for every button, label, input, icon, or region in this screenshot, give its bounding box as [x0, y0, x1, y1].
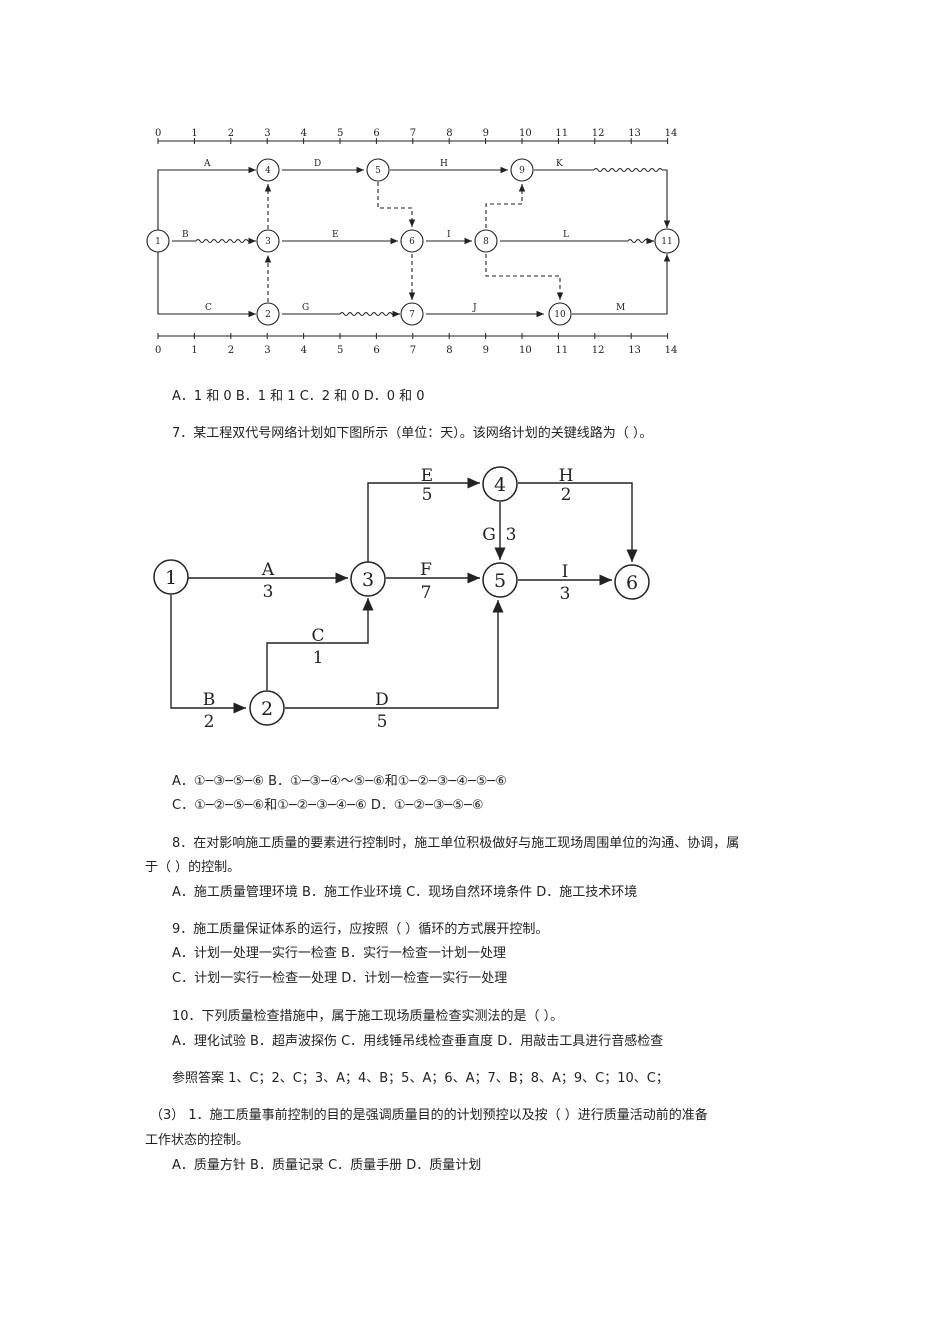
svg-text:2: 2: [561, 485, 572, 505]
node-6: 6: [626, 572, 638, 594]
svg-text:2: 2: [265, 310, 271, 320]
svg-text:8: 8: [483, 237, 489, 247]
section3-q1-options: A．质量方针 B．质量记录 C．质量手册 D．质量计划: [172, 1158, 482, 1173]
svg-text:0: 0: [155, 345, 161, 356]
svg-text:1: 1: [155, 237, 161, 247]
node-1: 1: [165, 567, 177, 589]
q9-question: 9．施工质量保证体系的运行，应按照（ ）循环的方式展开控制。: [172, 922, 549, 937]
svg-text:0: 0: [155, 128, 161, 139]
svg-text:13: 13: [628, 345, 641, 356]
q7-question: 7．某工程双代号网络计划如下图所示（单位：天）。该网络计划的关键线路为（ ）。: [172, 426, 653, 441]
svg-text:1: 1: [313, 648, 324, 668]
svg-text:F: F: [420, 560, 432, 580]
svg-text:5: 5: [422, 485, 433, 505]
svg-text:2: 2: [228, 345, 234, 356]
svg-text:D: D: [314, 159, 321, 169]
svg-text:7: 7: [409, 310, 415, 320]
svg-text:14: 14: [665, 128, 678, 139]
svg-text:6: 6: [373, 128, 379, 139]
answer-key: 参照答案 1、C；2、C；3、A；4、B；5、A；6、A；7、B；8、A；9、C…: [172, 1071, 669, 1086]
q8-question-line1: 8．在对影响施工质量的要素进行控制时，施工单位积极做好与施工现场周围单位的沟通、…: [172, 836, 740, 851]
svg-text:6: 6: [409, 237, 415, 247]
svg-text:E: E: [421, 466, 433, 486]
svg-text:G: G: [482, 525, 496, 545]
section3-q1-line2: 工作状态的控制。: [145, 1133, 250, 1148]
section3-q1-line1: （3） 1．施工质量事前控制的目的是强调质量目的的计划预控以及按（ ）进行质量活…: [150, 1108, 708, 1123]
svg-text:6: 6: [373, 345, 379, 356]
q8-options: A．施工质量管理环境 B．施工作业环境 C．现场自然环境条件 D．施工技术环境: [172, 885, 638, 900]
q8-question-line2: 于（ ）的控制。: [145, 860, 241, 875]
q9-options-line1: A．计划一处理一实行一检查 B．实行一检查一计划一处理: [172, 946, 506, 961]
node-2: 2: [261, 698, 273, 720]
svg-text:3: 3: [265, 237, 271, 247]
svg-text:H: H: [440, 159, 448, 169]
svg-text:M: M: [616, 303, 625, 313]
q7-options-line2: C．①─②─⑤─⑥和①─②─③─④─⑥ D．①─②─③─⑤─⑥: [172, 798, 484, 813]
svg-text:C: C: [205, 303, 212, 313]
svg-text:7: 7: [410, 128, 416, 139]
svg-text:L: L: [563, 230, 569, 240]
svg-text:J: J: [472, 303, 477, 313]
svg-text:11: 11: [555, 128, 568, 139]
svg-text:3: 3: [264, 345, 270, 356]
svg-text:11: 11: [555, 345, 568, 356]
svg-text:12: 12: [592, 128, 605, 139]
svg-text:7: 7: [421, 583, 432, 603]
svg-text:3: 3: [263, 582, 274, 602]
svg-text:B: B: [203, 690, 216, 710]
svg-text:4: 4: [301, 345, 307, 356]
svg-text:B: B: [182, 230, 189, 240]
svg-text:11: 11: [661, 237, 672, 247]
svg-text:1: 1: [191, 128, 197, 139]
svg-text:4: 4: [301, 128, 307, 139]
svg-text:G: G: [302, 303, 309, 313]
q9-options-line2: C．计划一实行一检查一处理 D．计划一检查一实行一处理: [172, 971, 508, 986]
svg-text:4: 4: [265, 166, 271, 176]
svg-text:E: E: [332, 230, 339, 240]
svg-text:10: 10: [519, 128, 532, 139]
node-4: 4: [494, 474, 506, 496]
svg-text:2: 2: [204, 712, 215, 732]
svg-text:A: A: [261, 560, 275, 580]
svg-text:8: 8: [446, 128, 452, 139]
node-3: 3: [362, 569, 374, 591]
double-code-network-diagram: 1 2 3 4 5 6 A 3 B 2 C 1 D 5 E 5 F 7 G 3 …: [153, 466, 650, 732]
q10-question: 10．下列质量检查措施中，属于施工现场质量检查实测法的是（ ）。: [172, 1009, 564, 1024]
svg-text:5: 5: [377, 712, 388, 732]
q6-options: A．1 和 0 B．1 和 1 C．2 和 0 D．0 和 0: [172, 389, 425, 404]
svg-text:10: 10: [519, 345, 532, 356]
svg-text:7: 7: [410, 345, 416, 356]
svg-text:9: 9: [519, 166, 525, 176]
svg-text:8: 8: [446, 345, 452, 356]
svg-text:1: 1: [191, 345, 197, 356]
svg-text:I: I: [562, 562, 569, 582]
svg-text:9: 9: [483, 128, 489, 139]
svg-text:H: H: [559, 466, 574, 486]
svg-text:13: 13: [628, 128, 641, 139]
svg-text:3: 3: [506, 525, 517, 545]
svg-text:C: C: [311, 626, 324, 646]
svg-text:I: I: [447, 230, 451, 240]
svg-text:A: A: [203, 159, 211, 169]
svg-text:3: 3: [264, 128, 270, 139]
svg-text:5: 5: [337, 128, 343, 139]
svg-text:10: 10: [554, 310, 566, 320]
svg-text:3: 3: [560, 584, 571, 604]
q7-options-line1: A．①─③─⑤─⑥ B．①─③─④～⑤─⑥和①─②─③─④─⑤─⑥: [172, 774, 507, 789]
svg-text:2: 2: [228, 128, 234, 139]
svg-text:9: 9: [483, 345, 489, 356]
q10-options: A．理化试验 B．超声波探伤 C．用线锤吊线检查垂直度 D．用敲击工具进行音感检…: [172, 1034, 664, 1049]
svg-text:K: K: [556, 159, 563, 169]
svg-text:14: 14: [665, 345, 678, 356]
svg-text:12: 12: [592, 345, 605, 356]
node-5: 5: [494, 570, 506, 592]
svg-text:D: D: [375, 690, 389, 710]
svg-text:5: 5: [337, 345, 343, 356]
svg-text:5: 5: [375, 166, 381, 176]
